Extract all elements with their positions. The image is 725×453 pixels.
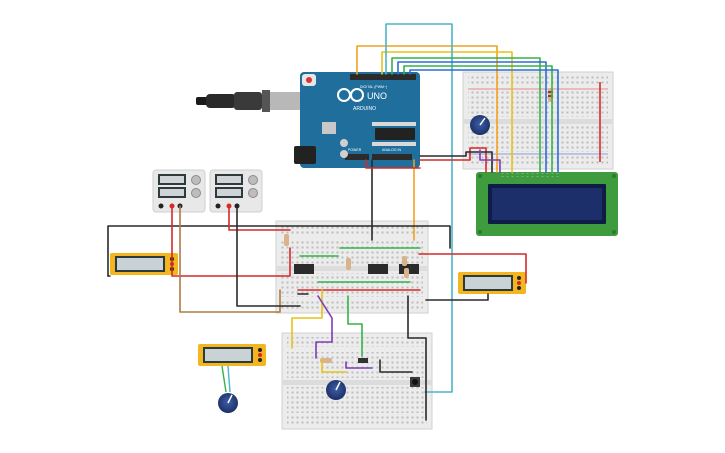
digital-header xyxy=(350,74,416,80)
power-supply-right[interactable] xyxy=(209,169,263,213)
resistor-icon xyxy=(404,268,409,278)
arduino-uno-board[interactable]: UNO ARDUINO DIGITAL (PWM~) POWER ANALOG … xyxy=(294,72,420,168)
power-jack xyxy=(294,146,316,164)
digital-header-label: DIGITAL (PWM~) xyxy=(360,85,387,89)
lcd-16x2-display xyxy=(476,172,618,236)
resistor-icon xyxy=(402,256,407,266)
usb-cable-icon xyxy=(196,90,300,112)
resistor-icon xyxy=(284,234,289,246)
multimeter-right xyxy=(458,272,526,294)
resistor-icon xyxy=(346,258,351,270)
breadboard-middle[interactable] xyxy=(275,220,429,314)
multimeter-bottom xyxy=(198,344,266,366)
potentiometer-icon[interactable] xyxy=(218,365,238,413)
power-supply-left[interactable] xyxy=(152,169,206,213)
potentiometer-icon[interactable] xyxy=(326,380,346,400)
arduino-logo xyxy=(337,88,364,102)
wires xyxy=(107,23,559,421)
arduino-model-label: UNO xyxy=(367,91,387,101)
resistor-icon xyxy=(320,358,332,363)
power-header xyxy=(345,154,369,160)
power-header-label: POWER xyxy=(348,148,362,152)
transistor xyxy=(358,358,368,363)
push-button-icon[interactable] xyxy=(410,377,420,387)
breadboard-bottom[interactable] xyxy=(281,332,433,430)
ic-chip-icon xyxy=(294,264,419,274)
multimeter-left xyxy=(110,253,178,275)
atmega-chip xyxy=(375,128,415,140)
potentiometer-icon[interactable] xyxy=(470,115,490,135)
analog-header-label: ANALOG IN xyxy=(382,148,402,152)
arduino-brand-label: ARDUINO xyxy=(353,106,376,112)
analog-header xyxy=(372,154,412,160)
